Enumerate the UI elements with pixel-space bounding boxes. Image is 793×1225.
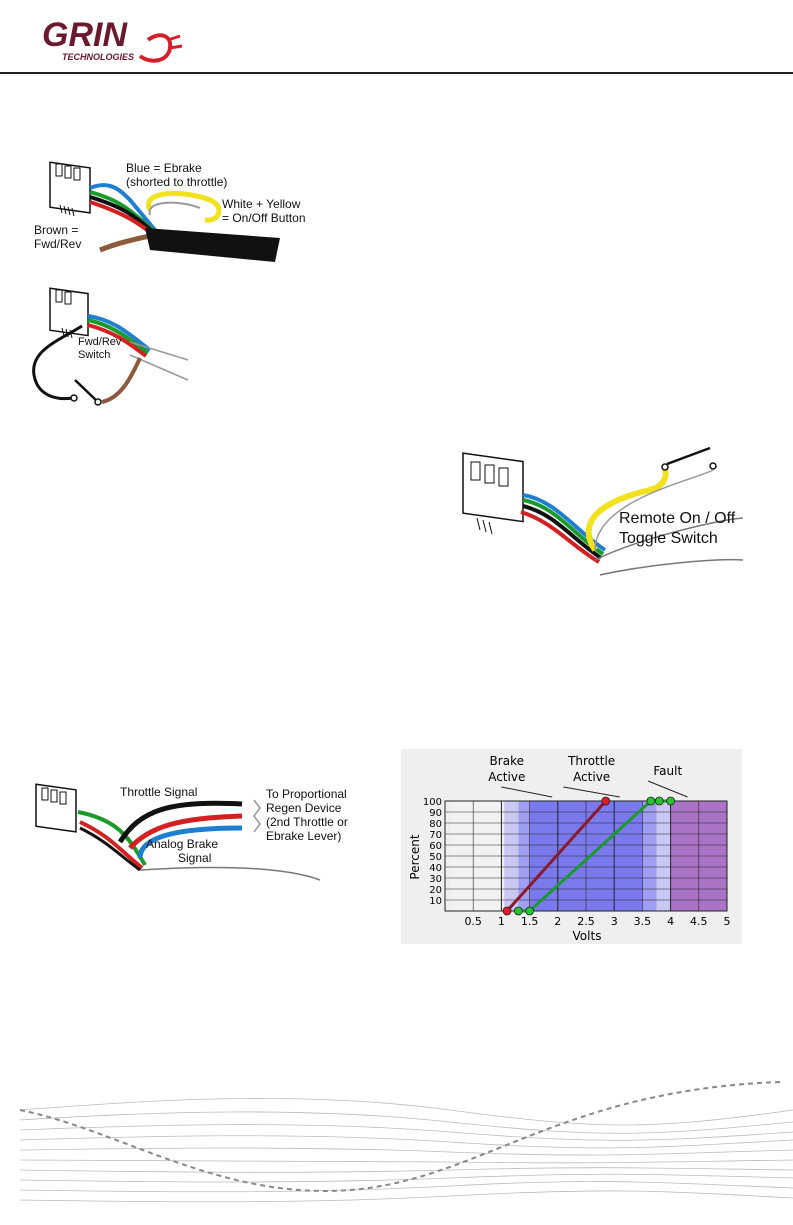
plug-icon [138,33,173,63]
chart-y-tick-label: 70 [429,830,442,841]
proportional-regen-label-1: To Proportional [266,787,347,801]
chart-point [601,796,611,806]
proportional-regen-label-4: Ebrake Lever) [266,829,342,843]
chart-annotation-bracket [563,786,620,798]
blue-ebrake-label: Blue = Ebrake [126,161,202,175]
chart-annotation-line1: Brake [490,754,524,768]
on-off-sublabel: = On/Off Button [222,211,306,225]
chart-y-tick-label: 10 [429,896,442,907]
remote-toggle-drawing [462,446,744,576]
chart-point [654,796,664,806]
fwdrev-label: Fwd/Rev [78,336,122,348]
chart-y-tick-label: 40 [429,863,442,874]
fwdrev-switch-drawing [32,287,189,406]
chart-point [525,906,535,916]
chart-point [646,796,656,806]
header-rule [0,72,793,74]
remote-toggle-sublabel: Toggle Switch [619,530,718,547]
proportional-regen-label-2: Regen Device [266,801,342,815]
chart-x-tick-label: 1 [498,915,505,928]
logo-subtitle: TECHNOLOGIES [62,52,134,62]
analog-brake-label: Analog Brake [146,837,219,851]
chart-series-line-0 [505,799,607,913]
connector-wiring-drawing [49,161,280,262]
chart-y-axis-label: Percent [408,834,422,879]
throttle-signal-label: Throttle Signal [120,785,198,799]
chart-x-tick-label: 4 [667,915,674,928]
brown-label: Brown = [34,223,79,237]
brown-sublabel: Fwd/Rev [34,237,82,251]
on-off-label: White + Yellow [222,197,301,211]
plug-prongs-icon [167,34,183,50]
chart-annotation-line2: Active [488,770,525,784]
chart-x-tick-label: 1.5 [521,915,539,928]
fwdrev-switch-figure: Fwd/Rev Switch [20,280,190,415]
chart-y-tick-label: 30 [429,874,442,885]
connector-icon [462,452,524,535]
ebrake-wiring-figure: Blue = Ebrake (shorted to throttle) Whit… [20,150,320,270]
chart-y-tick-label: 50 [429,852,442,863]
chart-x-axis-label: Volts [573,929,602,943]
remote-toggle-figure: Remote On / Off Toggle Switch [455,440,745,590]
grin-logo: GRIN TECHNOLOGIES [42,16,183,63]
chart-point [502,906,512,916]
remote-toggle-label: Remote On / Off [619,510,736,527]
chart-x-tick-label: 5 [724,915,731,928]
chart-point [513,906,523,916]
chart-y-tick-label: 100 [423,797,442,808]
chart-y-tick-label: 90 [429,808,442,819]
connector-icon [35,783,77,833]
chart-x-tick-label: 0.5 [464,915,482,928]
chart-x-tick-label: 3 [611,915,618,928]
fwdrev-sublabel: Switch [78,349,111,361]
chart-annotation-line1: Fault [653,764,682,778]
chart-x-tick-label: 3.5 [634,915,652,928]
chart-y-tick-label: 20 [429,885,442,896]
chart-x-tick-label: 4.5 [690,915,708,928]
chart-annotation-bracket [647,780,688,798]
logo-wordmark: GRIN [42,16,128,54]
chart-annotation-line1: Throttle [567,754,615,768]
analog-brake-sublabel: Signal [178,851,212,865]
chart-plot-frame [444,800,728,912]
chart-point [666,796,676,806]
connector-icon [49,287,89,339]
connector-icon [49,161,91,217]
blue-ebrake-sublabel: (shorted to throttle) [126,175,228,189]
proportional-regen-label-3: (2nd Throttle or [266,815,348,829]
regen-wiring-figure: Throttle Signal To Proportional Regen De… [20,770,360,890]
chart-annotation-line2: Active [573,770,610,784]
chart-y-tick-label: 80 [429,819,442,830]
regen-wiring-drawing [35,783,321,881]
chart-y-tick-label: 60 [429,841,442,852]
footer-wave-decoration [19,1081,793,1203]
chart-x-tick-label: 2 [554,915,561,928]
chart-annotation-bracket [501,786,553,798]
chart-x-tick-label: 2.5 [577,915,595,928]
